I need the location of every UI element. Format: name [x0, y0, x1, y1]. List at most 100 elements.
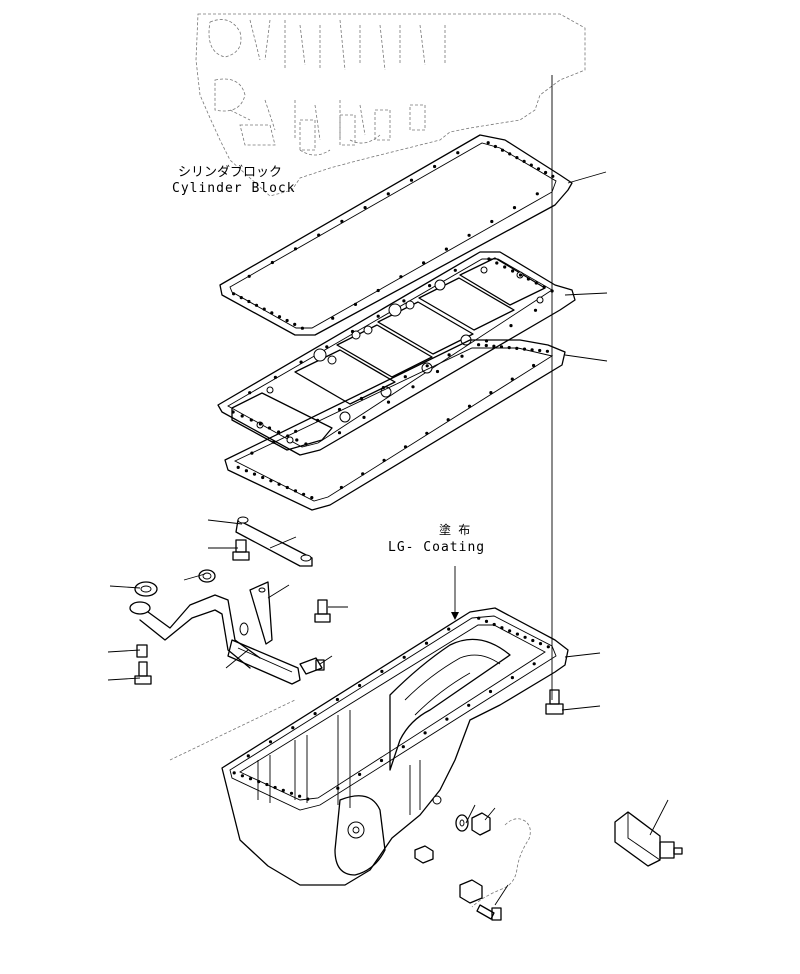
spacer-hole	[313, 348, 327, 362]
pan-bolt-hole	[246, 754, 250, 758]
gasket-bolt-hole	[272, 440, 276, 444]
gasket-bolt-hole	[446, 418, 450, 422]
gasket-bolt-hole	[536, 167, 541, 171]
spacer-bolt-hole	[534, 281, 538, 285]
gasket-bolt-hole	[294, 429, 298, 433]
gasket-bolt-hole	[422, 261, 426, 265]
gasket-bolt-hole	[261, 475, 265, 480]
pan-bolt-hole	[379, 758, 384, 763]
pan-bolt-hole	[538, 642, 543, 646]
gasket-bolt-hole	[376, 288, 380, 293]
spacer-bolt-hole	[509, 324, 513, 328]
gasket-bolt-hole	[515, 346, 519, 350]
gasket-bolt-hole	[444, 247, 448, 251]
gasket-bolt-hole	[425, 364, 429, 368]
gasket-bolt-hole	[262, 307, 266, 311]
gasket-bolt-hole	[285, 485, 289, 490]
spacer-bolt-hole	[411, 385, 415, 389]
leader-lines	[107, 171, 669, 906]
gasket-bolt-hole	[447, 353, 451, 357]
spacer-bolt-hole	[248, 391, 252, 395]
spacer-bolt-hole	[258, 422, 262, 426]
bracket-bar	[235, 516, 313, 567]
pan-bolt-hole	[445, 717, 449, 721]
gasket-bolt-hole	[510, 377, 514, 381]
pan-bolt-hole	[424, 641, 429, 645]
gasket-bolt-hole	[399, 275, 403, 279]
spacer-bolt-hole	[526, 277, 531, 281]
gasket-bolt-hole	[302, 492, 306, 496]
spacer-hole	[327, 355, 337, 365]
pan-bolt-hole	[265, 782, 269, 787]
gasket-bolt-hole	[522, 347, 527, 351]
spacer-bolt-hole	[503, 265, 507, 269]
spacer-bolt-hole	[350, 329, 355, 334]
spacer-bolt-hole	[362, 415, 366, 419]
pan-bolt-hole	[232, 771, 236, 775]
pipe-bracket	[249, 581, 273, 645]
label-cylinder-block-en: Cylinder Block	[172, 181, 296, 196]
label-coating-en: LG- Coating	[388, 540, 485, 555]
pan-bolt-hole	[401, 745, 405, 749]
spacer-bolt-hole	[231, 410, 235, 414]
alignment-line	[169, 699, 296, 761]
gasket-bolt-hole	[232, 292, 236, 296]
label-coating-jp: 塗 布	[439, 522, 470, 537]
pan-bolt-hole	[402, 655, 406, 659]
spacer-bolt-hole	[273, 375, 277, 379]
gasket-bolt-hole	[538, 348, 542, 353]
pan-bolt-hole	[423, 731, 427, 735]
pan-bolt-hole	[289, 791, 294, 795]
gasket-bolt-hole	[535, 192, 539, 196]
pan-bolt-hole	[240, 774, 244, 778]
pan-bolt-hole	[510, 676, 514, 680]
gasket-bolt-hole	[363, 206, 367, 210]
strainer	[227, 622, 301, 685]
spacer-hole	[434, 279, 446, 291]
spacer-bolt-hole	[542, 285, 546, 289]
spacer-plate	[217, 251, 576, 456]
gasket-bolt-hole	[532, 363, 536, 368]
gasket-bolt-hole	[277, 482, 281, 486]
drain-washer	[455, 814, 469, 832]
gasket-bolt-hole	[236, 465, 240, 469]
pan-bolt-hole	[467, 703, 471, 707]
gasket-bolt-hole	[285, 318, 289, 323]
gasket-bolt-hole	[486, 141, 490, 145]
spacer-bolt-hole	[267, 426, 272, 430]
spacer-hole	[480, 266, 488, 274]
gasket-bolt-hole	[293, 489, 298, 493]
gasket-bolt-hole	[403, 445, 408, 449]
gasket-bolt-hole	[515, 156, 519, 160]
gasket-bolt-hole	[490, 219, 494, 224]
spacer-bolt-hole	[402, 299, 406, 303]
gasket-bolt-hole	[239, 296, 243, 300]
gasket-bolt-hole	[529, 163, 533, 167]
pan-bolt-hole	[281, 788, 285, 793]
gasket-bolt-hole	[340, 219, 344, 223]
pan-bolt-hole	[298, 794, 302, 798]
gasket-bolt-hole	[530, 348, 534, 352]
gasket-bolt-hole	[361, 472, 365, 476]
pan-bolt-hole	[291, 726, 295, 730]
spacer-bolt-hole	[376, 314, 380, 318]
spacer-bolt-hole	[337, 431, 342, 435]
gasket-bolt-hole	[247, 274, 251, 278]
gasket-bolt-hole	[269, 479, 273, 483]
spacer-bolt-hole	[249, 418, 253, 422]
spacer-hole	[363, 325, 373, 335]
spacer-bolt-hole	[240, 414, 244, 418]
label-cylinder-block-jp: シリンダブロック	[178, 164, 282, 180]
gasket-bolt-hole	[337, 407, 342, 412]
gasket-bolt-hole	[247, 299, 251, 304]
gasket-bolt-hole	[493, 144, 497, 149]
gasket-bolt-hole	[499, 345, 504, 349]
spacer-windows	[231, 257, 546, 451]
gasket-bolt-hole	[293, 247, 298, 251]
gasket-bolt-hole	[254, 303, 259, 307]
gasket-bolt-hole	[489, 391, 493, 395]
pan-bolt-hole	[546, 645, 550, 649]
gasket-bolt-hole	[353, 302, 358, 306]
gasket-bolt-hole	[500, 148, 505, 152]
